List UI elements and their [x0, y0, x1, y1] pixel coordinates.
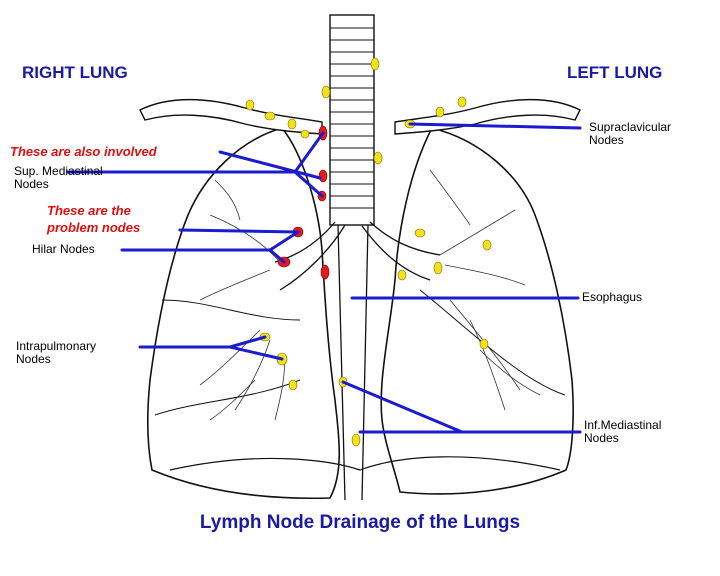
left-lung-fissure: [419, 289, 566, 396]
left-bronchial-tree: [429, 169, 541, 411]
problem-nodes-note-line2: problem nodes: [47, 220, 141, 235]
also-involved-note: These are also involved: [10, 144, 157, 159]
right-clavicle: [139, 98, 323, 135]
trachea: [329, 14, 375, 226]
lymph-node: [287, 118, 297, 130]
lymph-node: [300, 129, 310, 139]
right-lung-fissure: [154, 379, 301, 416]
lymph-node: [351, 433, 361, 447]
supraclavicular-label-line2: Nodes: [589, 133, 624, 147]
lymph-node: [397, 269, 407, 281]
lymph-node: [482, 239, 492, 251]
inf-mediastinal-label-line2: Nodes: [584, 431, 619, 445]
lymph-node: [288, 379, 298, 391]
sup-mediastinal-label-line1: Sup. Mediastinal: [14, 164, 103, 178]
right-lung-heading: RIGHT LUNG: [22, 63, 128, 82]
lymph-node-involved: [320, 264, 330, 280]
lymph-node: [321, 85, 331, 99]
left-lung-heading: LEFT LUNG: [567, 63, 663, 82]
lymph-node: [245, 99, 255, 111]
lymph-node: [373, 151, 383, 165]
supraclavicular-label-line1: Supraclavicular: [589, 120, 672, 134]
diaphragm: [169, 456, 561, 471]
intrapulmonary-label-line1: Intrapulmonary: [16, 339, 97, 353]
leader-lines: [66, 122, 582, 434]
lymph-node: [264, 111, 276, 121]
problem-nodes-note-line1: These are the: [47, 203, 131, 218]
inf-mediastinal-label-line1: Inf.Mediastinal: [584, 418, 662, 432]
lymph-node: [457, 96, 467, 108]
hilar-nodes-label: Hilar Nodes: [32, 242, 95, 256]
diagram-title: Lymph Node Drainage of the Lungs: [199, 512, 521, 533]
esophagus: [337, 224, 369, 501]
right-bronchial-tree: [199, 179, 286, 421]
esophagus-label: Esophagus: [582, 290, 643, 304]
intrapulmonary-label-line2: Nodes: [16, 352, 51, 366]
lymph-node: [414, 228, 426, 238]
lymph-node-involved: [318, 169, 328, 183]
lymph-node: [479, 338, 489, 350]
sup-mediastinal-label-line2: Nodes: [14, 177, 49, 191]
left-lung-outline: [380, 127, 574, 495]
right-lung-fissure: [161, 299, 301, 321]
lymph-node: [433, 261, 443, 275]
lymph-node: [370, 57, 380, 71]
lymph-node: [435, 106, 445, 118]
